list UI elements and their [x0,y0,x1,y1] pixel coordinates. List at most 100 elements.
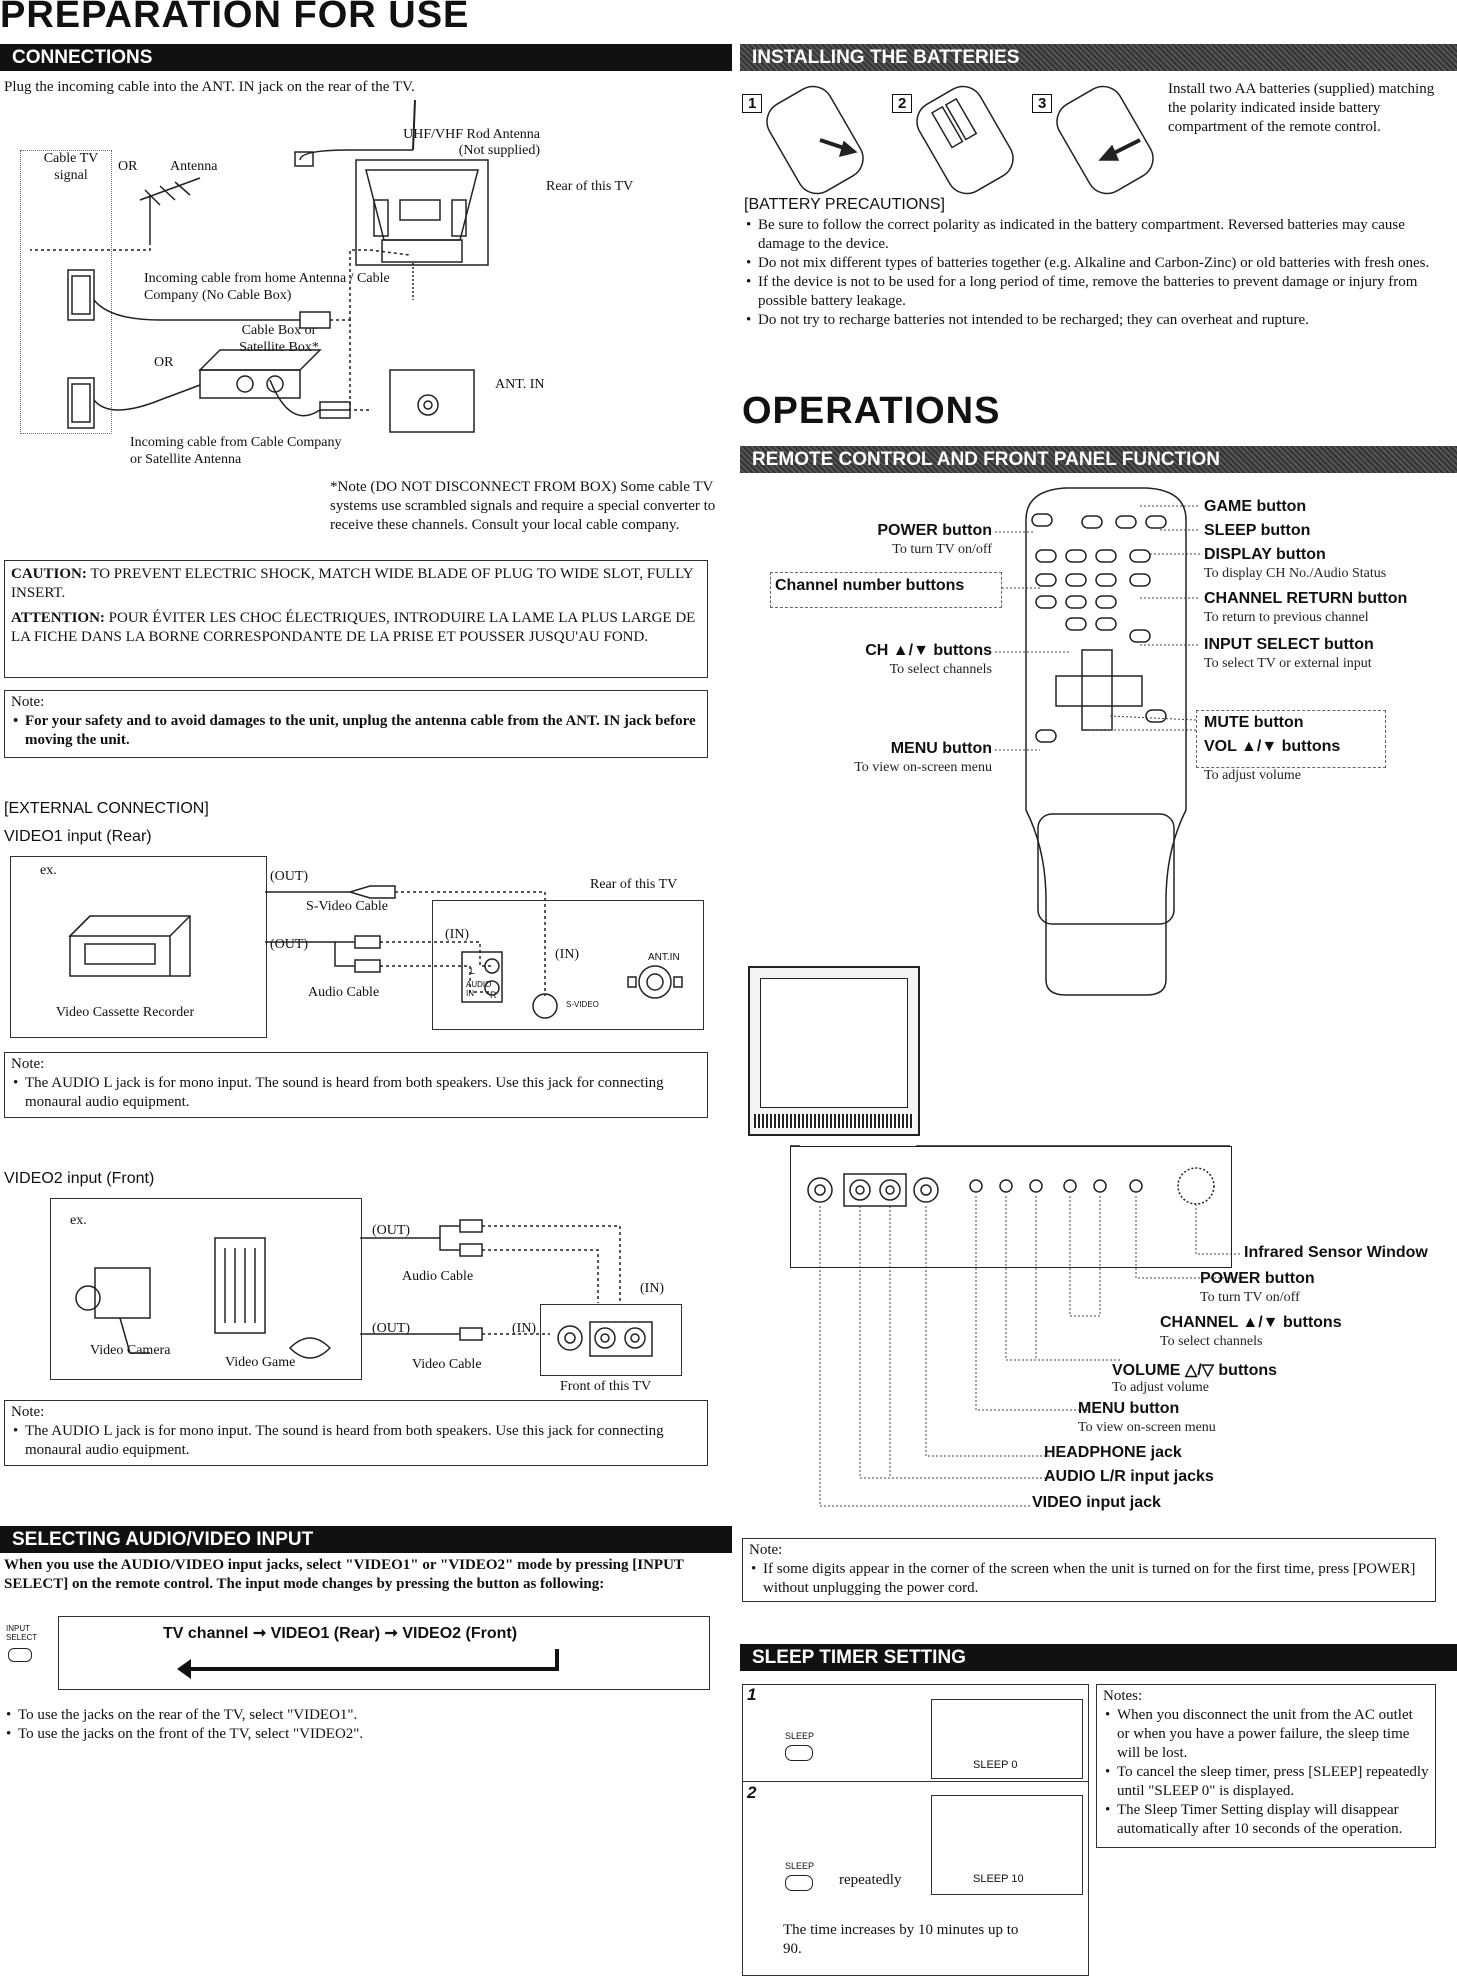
seq-video1: VIDEO1 (Rear) [270,1625,381,1642]
remote-ch-return-sub: To return to previous channel [1204,610,1369,625]
not-supplied-label: (Not supplied) [458,143,540,158]
selecting-bullet-2: To use the jacks on the front of the TV,… [4,1725,708,1744]
selecting-bullet-1: To use the jacks on the rear of the TV, … [4,1706,708,1725]
fp-power-label: POWER button [1200,1270,1315,1287]
sleep-notes-label: Notes: [1103,1688,1143,1704]
seq-video2: VIDEO2 (Front) [402,1625,518,1642]
external-connection-header: [EXTERNAL CONNECTION] [4,800,209,817]
video1-svideo: S-VIDEO [566,1000,599,1009]
remote-menu-label: MENU button [890,740,992,757]
ant-in-label: ANT. IN [495,377,545,392]
sleep-note-3: The Sleep Timer Setting display will dis… [1103,1801,1429,1839]
video-game-label: Video Game [225,1355,296,1370]
remote-vol-sub: To adjust volume [1204,768,1302,783]
input-select-icon [8,1648,32,1662]
fp-menu-sub: To view on-screen menu [1078,1420,1216,1435]
video1-title: VIDEO1 input (Rear) [4,828,152,845]
video1-out2: (OUT) [270,937,309,952]
sleep-screen-2-text: SLEEP 10 [973,1873,1024,1885]
sleep-note-1: When you disconnect the unit from the AC… [1103,1706,1429,1763]
connections-header-text: CONNECTIONS [12,47,153,68]
batteries-header-text: INSTALLING THE BATTERIES [752,47,1020,68]
battery-precaution-3: If the device is not to be used for a lo… [744,273,1444,311]
safety-note-box: Note: For your safety and to avoid damag… [4,690,708,758]
video1-note-text: The AUDIO L jack is for mono input. The … [11,1074,701,1112]
video2-out3: (OUT) [372,1223,411,1238]
operations-header: REMOTE CONTROL AND FRONT PANEL FUNCTION [740,446,1457,473]
operations-note-text: If some digits appear in the corner of t… [749,1560,1429,1598]
svideo-cable-label: S-Video Cable [306,899,388,914]
input-sequence-box: TV channel ➞ VIDEO1 (Rear) ➞ VIDEO2 (Fro… [58,1616,710,1690]
front-tv-label: Front of this TV [560,1379,652,1394]
battery-precautions-list: Be sure to follow the correct polarity a… [744,216,1444,330]
selecting-header: SELECTING AUDIO/VIDEO INPUT [0,1526,732,1553]
video1-diagram [68,885,683,1019]
antenna-label: Antenna [170,159,218,174]
sleep-header: SLEEP TIMER SETTING [740,1644,1457,1671]
remote-input-select-label: INPUT SELECT button [1204,636,1374,653]
remote-display-label: DISPLAY button [1204,546,1326,563]
sleep-step-1-panel [743,1685,1088,1782]
fp-ir-label: Infrared Sensor Window [1244,1244,1428,1261]
uhf-vhf-label: UHF/VHF Rod Antenna [403,127,540,142]
tv-screen [760,978,908,1108]
caution-paragraph: CAUTION: TO PREVENT ELECTRIC SHOCK, MATC… [11,565,701,603]
remote-power-label: POWER button [877,522,992,539]
remote-input-select-sub: To select TV or external input [1204,656,1372,671]
caution-box: CAUTION: TO PREVENT ELECTRIC SHOCK, MATC… [4,560,708,678]
input-sequence: TV channel ➞ VIDEO1 (Rear) ➞ VIDEO2 (Fro… [163,1623,517,1643]
sleep-button-icon-2 [785,1875,813,1891]
operations-header-text: REMOTE CONTROL AND FRONT PANEL FUNCTION [752,449,1220,470]
video1-note-label: Note: [11,1056,45,1072]
sleep-steps-box: 1 SLEEP SLEEP 0 2 SLEEP repeatedly SLEEP… [742,1684,1089,1976]
remote-sleep-label: SLEEP button [1204,522,1311,539]
remote-leader-lines [995,505,1200,751]
fp-volume-label: VOLUME △/▽ buttons [1112,1362,1278,1379]
video1-rear-panel [432,900,704,1030]
sleep-screen-2 [931,1795,1083,1895]
batteries-text: Install two AA batteries (supplied) matc… [1168,81,1435,135]
sleep-repeatedly: repeatedly [839,1872,902,1888]
sleep-btn-label-1: SLEEP [785,1731,815,1741]
mute-vol-box [1196,710,1386,768]
video1-l: L [470,966,476,976]
sleep-button-icon-1 [785,1745,813,1761]
operations-note-box: Note: If some digits appear in the corne… [742,1538,1436,1602]
remote-power-sub: To turn TV on/off [892,542,992,557]
sleep-step-1: 1 [747,1685,757,1704]
connections-intro: Plug the incoming cable into the ANT. IN… [4,79,415,95]
video2-out4: (OUT) [372,1321,411,1336]
connections-header: CONNECTIONS [0,44,732,71]
video-cable-label: Video Cable [412,1357,482,1372]
sleep-header-text: SLEEP TIMER SETTING [752,1647,966,1668]
wall-outlet-panel [20,150,112,434]
seq-arrow-1: ➞ [252,1625,271,1642]
batteries-header: INSTALLING THE BATTERIES [740,44,1457,71]
remote-mute-label: MUTE button [1204,714,1304,731]
video1-audio-in: AUDIO IN [466,980,492,998]
attention-paragraph: ATTENTION: POUR ÉVITER LES CHOC ÉLECTRIQ… [11,609,701,647]
selecting-header-text: SELECTING AUDIO/VIDEO INPUT [12,1529,314,1550]
remote-menu-sub: To view on-screen menu [854,760,992,775]
sleep-notes-box: Notes: When you disconnect the unit from… [1096,1684,1436,1848]
connection-lines [30,99,489,433]
vcr-label: Video Cassette Recorder [55,1005,195,1020]
remote-vol-label: VOL ▲/▼ buttons [1204,738,1341,755]
remote-ch-return-label: CHANNEL RETURN button [1204,590,1408,607]
video2-in4: (IN) [512,1321,537,1336]
remote-ch-sub: To select channels [889,662,992,677]
selecting-instruction: When you use the AUDIO/VIDEO input jacks… [4,1557,684,1592]
battery-precautions-title: [BATTERY PRECAUTIONS] [744,196,945,213]
battery-precaution-1: Be sure to follow the correct polarity a… [744,216,1444,254]
remote-display-sub: To display CH No./Audio Status [1204,566,1387,581]
operations-note-label: Note: [749,1542,783,1558]
battery-precaution-4: Do not try to recharge batteries not int… [744,311,1444,330]
battery-precaution-2: Do not mix different types of batteries … [744,254,1444,273]
incoming-home-label: Incoming cable from home Antenna / Cable… [144,271,390,303]
battery-steps: 1 2 3 [740,80,1160,195]
fp-power-sub: To turn TV on/off [1200,1290,1300,1305]
connection-diagram: Cable TV signal OR Antenna UHF/VHF Rod A… [20,99,710,470]
video2-front-panel [540,1304,682,1376]
video1-out1: (OUT) [270,869,309,884]
video1-rear-tv-label: Rear of this TV [590,877,678,892]
